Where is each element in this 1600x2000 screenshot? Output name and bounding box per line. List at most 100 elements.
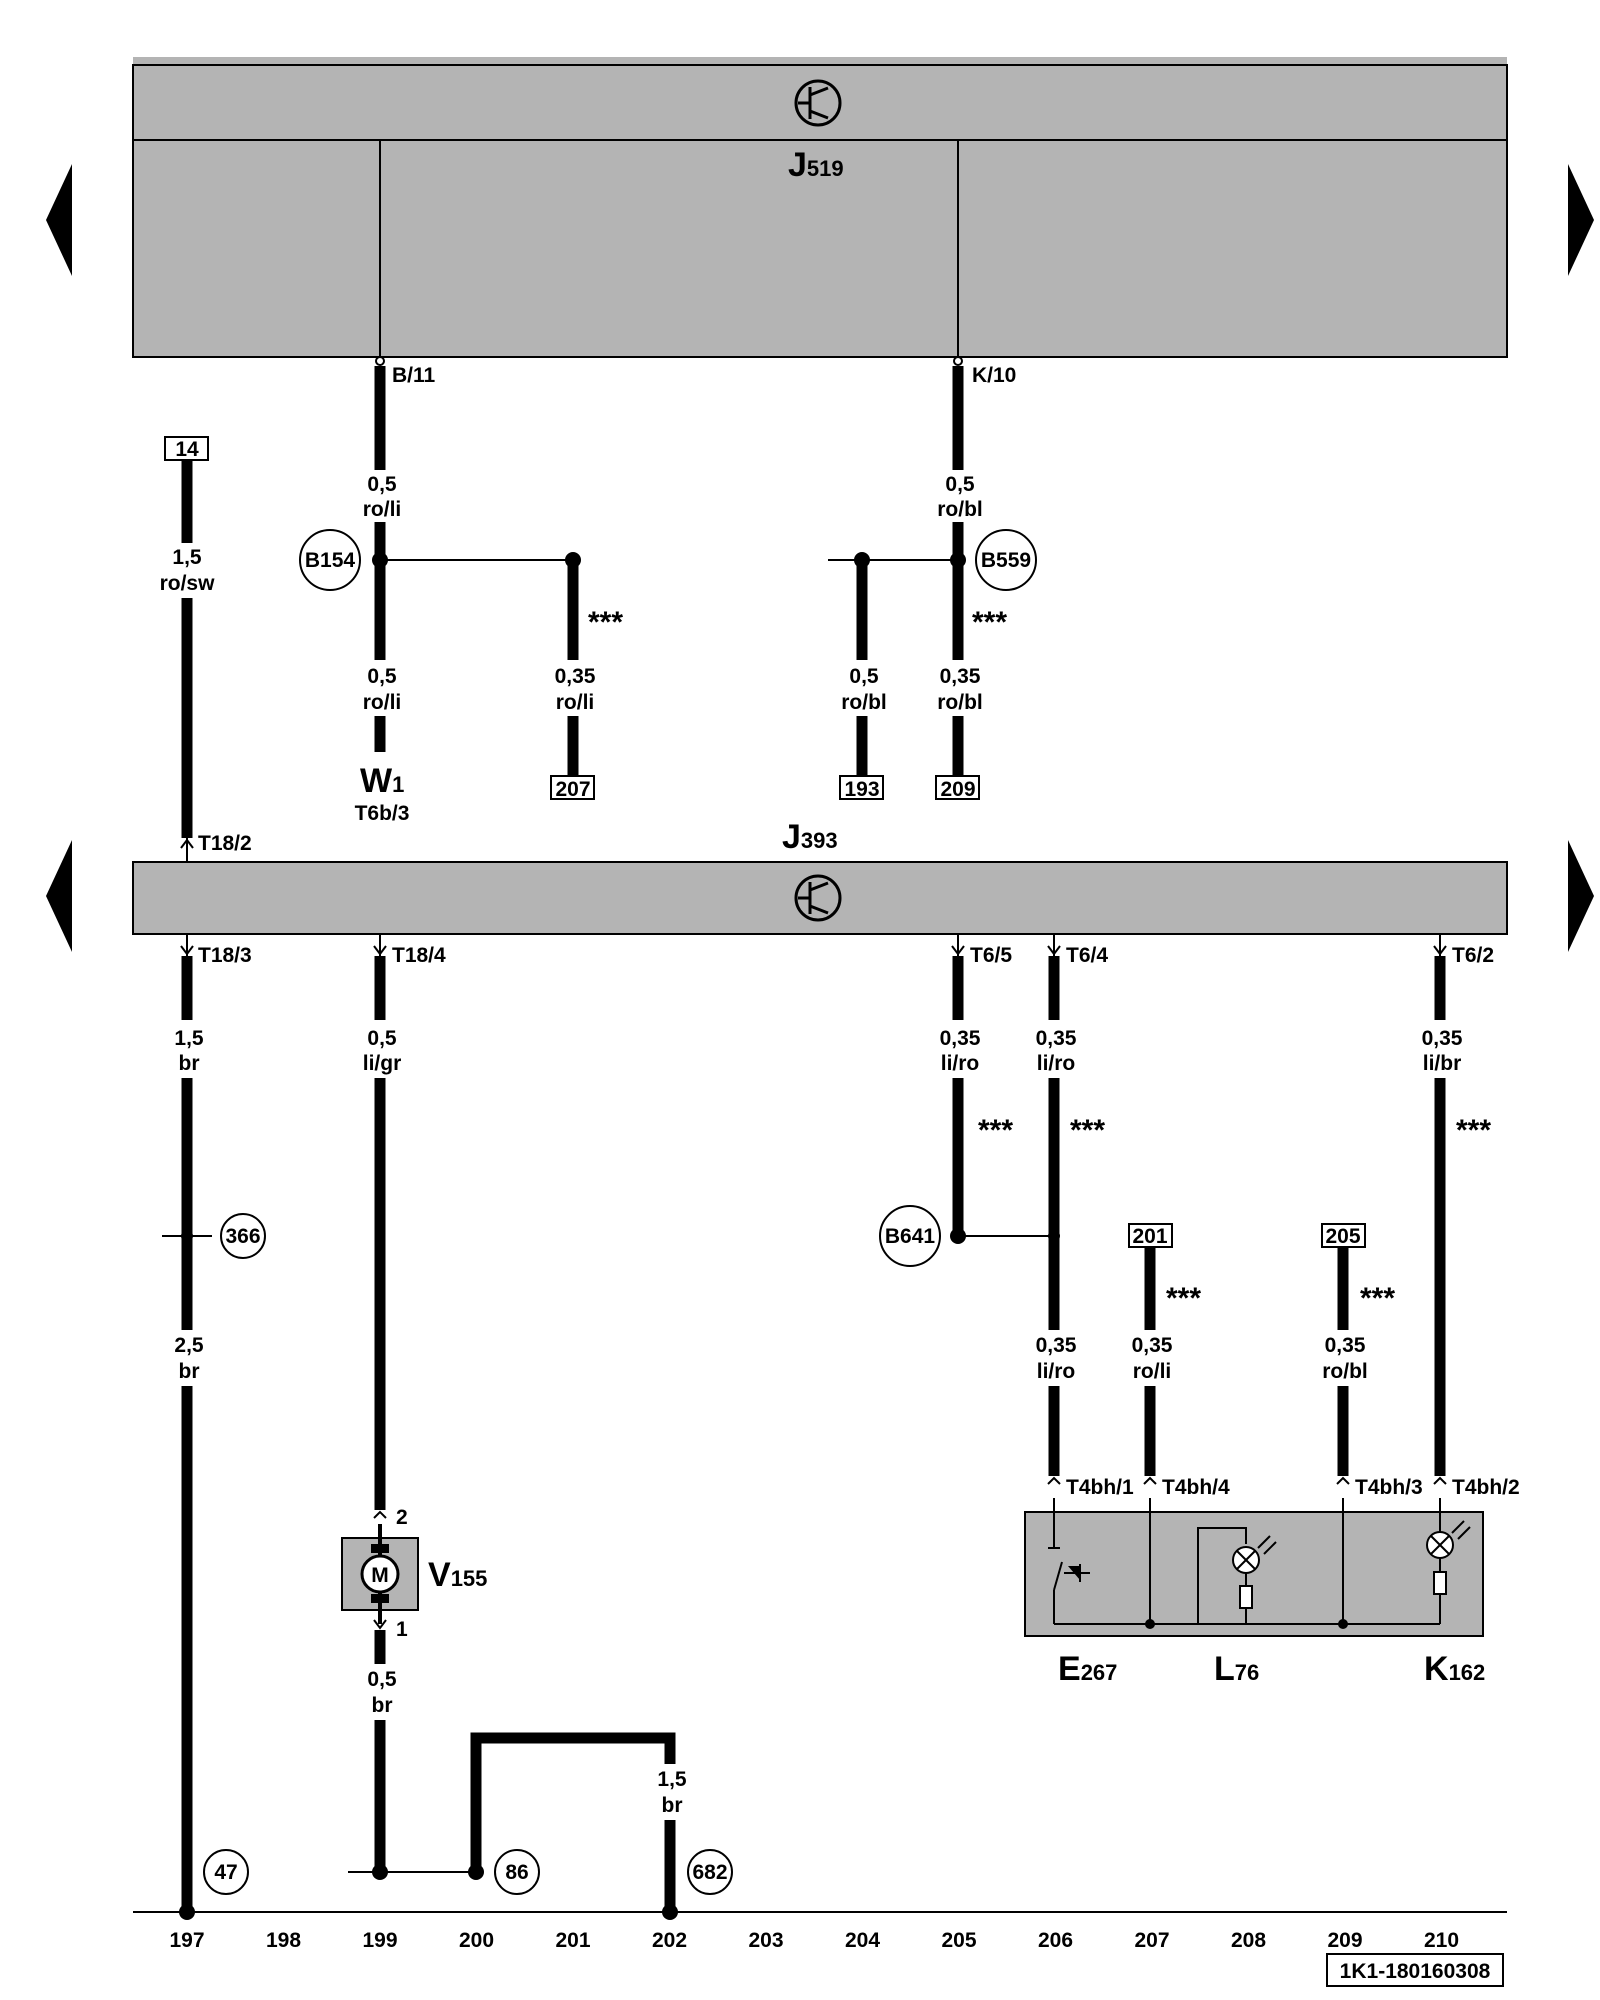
wire-t6-4: T6/4 0,35 li/ro *** 0,35 li/ro T4bh/1	[1036, 934, 1134, 1499]
pin-v155-2: 2	[396, 1506, 408, 1529]
pin-t6-5: T6/5	[970, 944, 1012, 967]
track-number: 199	[362, 1929, 397, 1952]
svg-text:0,35: 0,35	[1422, 1027, 1463, 1050]
pin-t18-4: T18/4	[392, 944, 446, 967]
wire-0-35-ro-bl-205: 205 *** 0,35 ro/bl T4bh/3	[1321, 1223, 1423, 1499]
track-number: 197	[169, 1929, 204, 1952]
connection-366: 366	[225, 1225, 260, 1248]
pin-t18-3: T18/3	[198, 944, 252, 967]
warning-lamp-icon	[1426, 1520, 1471, 1559]
pin-t18-2: T18/2	[198, 832, 252, 855]
svg-text:ro/bl: ro/bl	[1322, 1360, 1368, 1383]
wire-t18-3: T18/3 1,5 br 366 2,5 br 47	[162, 934, 266, 1920]
pin-t4bh-4: T4bh/4	[1162, 1476, 1230, 1499]
prev-arrow-mid[interactable]	[46, 840, 72, 952]
component-k162-name: K	[1424, 1650, 1449, 1688]
svg-text:J519: J519	[788, 146, 844, 184]
svg-text:br: br	[179, 1360, 200, 1383]
pin-k10: K/10	[972, 364, 1016, 387]
track-number: 204	[845, 1929, 880, 1952]
svg-text:0,35: 0,35	[1132, 1334, 1173, 1357]
next-arrow-top[interactable]	[1568, 164, 1594, 276]
track-number: 202	[652, 1929, 687, 1952]
svg-text:E267: E267	[1058, 1650, 1117, 1688]
track-number: 209	[1327, 1929, 1362, 1952]
svg-text:***: ***	[972, 606, 1007, 639]
svg-text:ro/bl: ro/bl	[937, 498, 983, 521]
svg-text:***: ***	[1070, 1114, 1105, 1147]
wire-0-5-br: 0,5 br 86	[348, 1630, 540, 1895]
diagram-code-text: 1K1-180160308	[1340, 1960, 1491, 1983]
svg-text:br: br	[662, 1794, 683, 1817]
wire-k10: K/10 0,5 ro/bl B559 *** 0,35 ro/bl 209	[828, 356, 1037, 801]
svg-text:1,5: 1,5	[657, 1768, 687, 1791]
pin-t4bh-1: T4bh/1	[1066, 1476, 1134, 1499]
svg-text:0,35: 0,35	[1036, 1027, 1077, 1050]
svg-text:li/br: li/br	[1423, 1052, 1462, 1075]
module-j519-sub: 519	[807, 156, 844, 181]
ref-14: 14	[175, 438, 199, 461]
track-number: 208	[1231, 1929, 1266, 1952]
transistor-symbol-icon	[794, 79, 842, 127]
svg-text:0,35: 0,35	[555, 665, 596, 688]
component-w1-name: W	[360, 762, 393, 800]
track-number: 203	[748, 1929, 783, 1952]
wire-0-5-ro-bl-193: 0,5 ro/bl 193	[839, 552, 887, 801]
track-number: 205	[941, 1929, 976, 1952]
svg-text:W1: W1	[360, 762, 404, 800]
wire-0-35-ro-li-207: *** 0,35 ro/li 207	[550, 552, 623, 801]
svg-text:0,35: 0,35	[940, 665, 981, 688]
track-number: 201	[555, 1929, 590, 1952]
svg-text:li/ro: li/ro	[941, 1052, 980, 1075]
svg-text:ro/bl: ro/bl	[937, 691, 983, 714]
component-v155: M V155 1	[341, 1524, 487, 1641]
ref-207: 207	[555, 778, 590, 801]
prev-arrow-top[interactable]	[46, 164, 72, 276]
svg-text:J393: J393	[782, 818, 838, 856]
track-number: 198	[266, 1929, 301, 1952]
pin-b11: B/11	[392, 364, 436, 387]
ref-209: 209	[940, 778, 975, 801]
wire-t6-2: T6/2 0,35 li/br *** T4bh/2	[1422, 934, 1520, 1499]
module-j393: J393	[132, 818, 1508, 935]
svg-text:li/ro: li/ro	[1037, 1360, 1076, 1383]
component-v155-name: V	[428, 1556, 451, 1594]
connection-47: 47	[214, 1861, 237, 1884]
module-j519-name: J	[788, 146, 807, 184]
connection-b641: B641	[885, 1225, 936, 1248]
switch-lamp-unit: E267 L76 K162	[1024, 1498, 1485, 1688]
module-j393-name: J	[782, 818, 801, 856]
ref-205: 205	[1325, 1225, 1360, 1248]
pin-t6-4: T6/4	[1066, 944, 1108, 967]
wire-t6-5: T6/5 0,35 li/ro *** B641	[879, 934, 1054, 1267]
connection-b154: B154	[305, 549, 356, 572]
svg-text:0,5: 0,5	[945, 473, 975, 496]
pin-t4bh-2: T4bh/2	[1452, 1476, 1520, 1499]
svg-text:K162: K162	[1424, 1650, 1485, 1688]
svg-text:ro/li: ro/li	[363, 498, 402, 521]
wire-1-5-br-682: 1,5 br 682	[470, 1732, 733, 1920]
svg-text:0,5: 0,5	[367, 665, 397, 688]
next-arrow-mid[interactable]	[1568, 840, 1594, 952]
svg-text:***: ***	[1360, 1282, 1395, 1315]
module-j393-sub: 393	[801, 828, 838, 853]
svg-text:ro/li: ro/li	[1133, 1360, 1172, 1383]
svg-text:li/ro: li/ro	[1037, 1052, 1076, 1075]
svg-text:ro/li: ro/li	[556, 691, 595, 714]
transistor-symbol-icon	[794, 874, 842, 922]
svg-text:0,5: 0,5	[849, 665, 879, 688]
wire-0-35-ro-li-201: 201 *** 0,35 ro/li T4bh/4	[1128, 1223, 1230, 1499]
component-l76-name: L	[1214, 1650, 1235, 1688]
connection-682: 682	[692, 1861, 727, 1884]
pin-t6b-3: T6b/3	[355, 802, 410, 825]
module-j519: J519	[132, 57, 1508, 358]
motor-icon: M	[371, 1564, 389, 1587]
wire-1-5-ro-sw: 14 1,5 ro/sw T18/2	[160, 436, 252, 862]
connection-b559: B559	[981, 549, 1031, 572]
svg-text:2,5: 2,5	[174, 1334, 204, 1357]
pin-t6-2: T6/2	[1452, 944, 1494, 967]
svg-text:0,35: 0,35	[940, 1027, 981, 1050]
connection-86: 86	[505, 1861, 528, 1884]
